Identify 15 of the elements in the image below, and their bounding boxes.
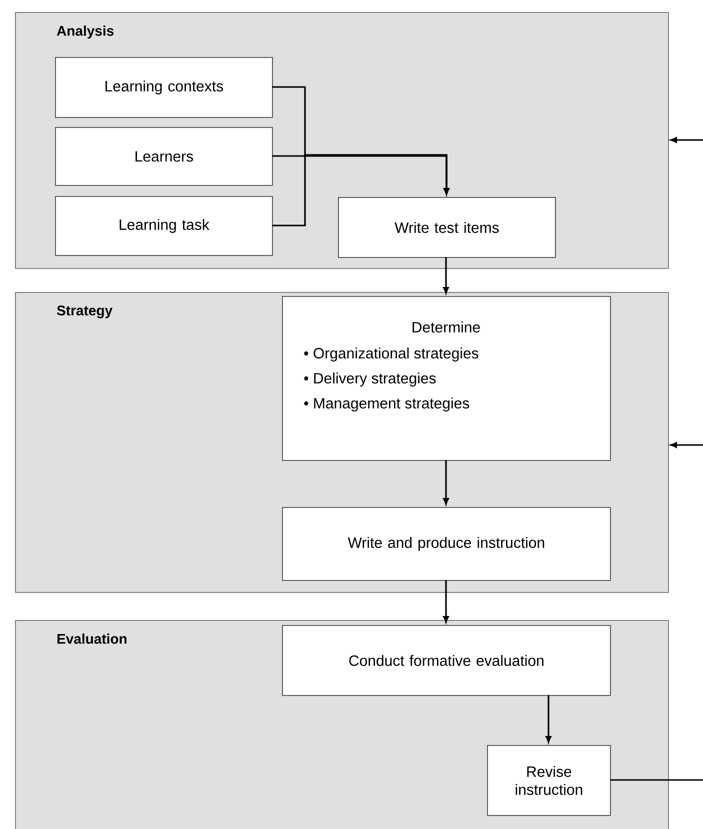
process-box: Learning task [55,196,273,256]
process-box: Revise instruction [487,745,611,816]
arrow [443,257,449,294]
process-box: Conduct formative evaluation [282,625,611,696]
process-box: Learners [55,127,273,186]
arrow [670,442,703,448]
arrow [272,154,450,226]
arrow [546,695,552,743]
process-box: Learning contexts [55,57,273,118]
arrow [443,460,449,505]
process-box: Write and produce instruction [282,507,611,581]
arrow [443,580,449,623]
process-box: Write test items [338,197,556,258]
process-box: Determine • Organizational strategies • Delivery strategies • Management strategies [282,296,611,461]
arrow [670,137,703,143]
